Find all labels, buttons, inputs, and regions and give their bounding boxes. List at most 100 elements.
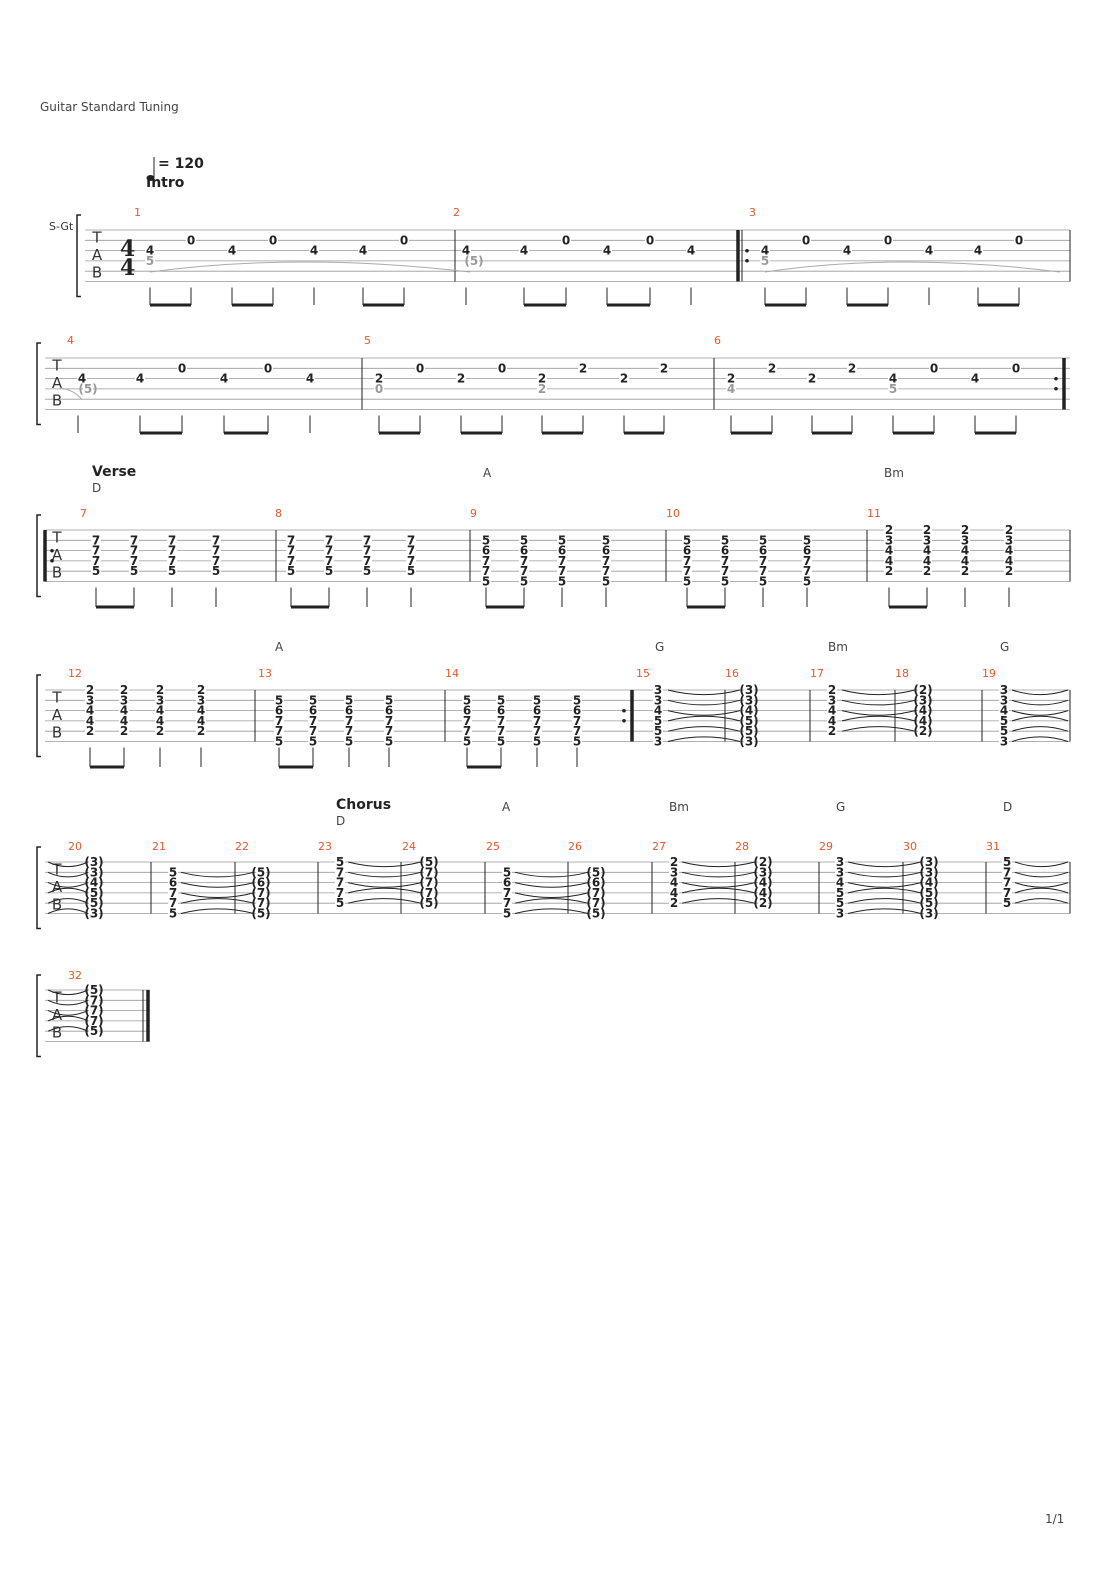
note-bg <box>89 1015 99 1026</box>
staff-bracket <box>36 846 41 930</box>
note-bg <box>572 726 582 737</box>
note-bg <box>532 705 542 716</box>
tab-note: (5) <box>84 896 103 910</box>
tab-note: 5 <box>169 907 177 921</box>
note-bg <box>168 867 178 878</box>
note-bg <box>263 363 273 374</box>
note-bg <box>462 705 472 716</box>
note-bg <box>469 255 479 266</box>
note-bg <box>924 867 934 878</box>
tab-note: (7) <box>251 896 270 910</box>
chord-label: A <box>483 466 492 480</box>
note-bg <box>888 373 898 384</box>
tab-note: 4 <box>1000 704 1008 718</box>
tab-note: 5 <box>345 693 353 707</box>
measure-number: 4 <box>67 334 74 347</box>
note-bg <box>91 566 101 577</box>
tab-note: 7 <box>168 554 176 568</box>
note-bg <box>767 363 777 374</box>
tab-note: 5 <box>309 693 317 707</box>
measure-number: 2 <box>453 206 460 219</box>
tie-arc <box>841 689 916 696</box>
note-bg <box>758 566 768 577</box>
note-bg <box>557 535 567 546</box>
tab-note: 2 <box>923 564 931 578</box>
tab-note: 7 <box>759 554 767 568</box>
note-bg <box>744 736 754 747</box>
note-bg <box>155 715 165 726</box>
tab-note: 5 <box>1003 896 1011 910</box>
note-bg <box>196 695 206 706</box>
note-bg <box>960 555 970 566</box>
tie-arc <box>1011 689 1069 696</box>
tab-note: 2 <box>457 372 465 386</box>
note-bg <box>424 887 434 898</box>
note-bg <box>669 877 679 888</box>
tab-note: (5) <box>919 886 938 900</box>
tab-note: 4 <box>310 244 318 258</box>
repeat-dot <box>622 718 626 723</box>
note-bg <box>119 715 129 726</box>
tab-note: (5) <box>78 382 97 396</box>
tab-note: 5 <box>836 896 844 910</box>
tab-note: 4 <box>220 372 228 386</box>
note-bg <box>496 715 506 726</box>
tab-note: 4 <box>670 886 678 900</box>
tab-note: 4 <box>136 372 144 386</box>
tab-note: 7 <box>533 714 541 728</box>
note-bg <box>835 908 845 919</box>
tab-note: 7 <box>309 714 317 728</box>
note-bg <box>557 545 567 556</box>
tie-arc <box>180 871 255 878</box>
tab-clef: T <box>51 688 62 706</box>
tab-note: 4 <box>925 244 933 258</box>
note-bg <box>155 705 165 716</box>
tab-note: 4 <box>727 382 735 396</box>
note-bg <box>835 887 845 898</box>
note-bg <box>970 373 980 384</box>
note-bg <box>758 545 768 556</box>
repeat-dot <box>1054 386 1058 391</box>
note-bg <box>669 867 679 878</box>
note-bg <box>167 535 177 546</box>
tab-note: (2) <box>913 724 932 738</box>
note-bg <box>344 736 354 747</box>
note-bg <box>532 726 542 737</box>
tab-note: 3 <box>1000 735 1008 749</box>
tab-note: 5 <box>889 382 897 396</box>
note-bg <box>196 685 206 695</box>
tab-note: 2 <box>538 382 546 396</box>
note-bg <box>601 576 611 587</box>
note-bg <box>884 566 894 577</box>
measure-number: 20 <box>68 840 82 853</box>
measure-number: 11 <box>867 507 881 520</box>
note-bg <box>177 363 187 374</box>
note-bg <box>89 877 99 888</box>
note-bg <box>274 715 284 726</box>
tab-note: 7 <box>602 564 610 578</box>
note-bg <box>1014 235 1024 246</box>
tab-note: 6 <box>602 544 610 558</box>
note-bg <box>502 898 512 909</box>
tab-note: 4 <box>687 244 695 258</box>
tab-note: 2 <box>197 724 205 738</box>
note-bg <box>619 373 629 384</box>
tab-note: 4 <box>1005 554 1013 568</box>
tab-note: 5 <box>503 865 511 879</box>
tab-note: (7) <box>84 993 103 1007</box>
tab-note: (5) <box>84 886 103 900</box>
note-bg <box>502 908 512 919</box>
note-bg <box>601 545 611 556</box>
measure-number: 1 <box>134 206 141 219</box>
note-bg <box>572 695 582 706</box>
note-bg <box>653 685 663 695</box>
note-bg <box>1002 887 1012 898</box>
tab-note: 4 <box>306 372 314 386</box>
tab-note: 5 <box>721 533 729 547</box>
note-bg <box>256 867 266 878</box>
tab-note: (3) <box>739 693 758 707</box>
tie-arc <box>1011 710 1069 716</box>
note-bg <box>335 877 345 888</box>
note-bg <box>924 887 934 898</box>
tab-note: (3) <box>753 865 772 879</box>
